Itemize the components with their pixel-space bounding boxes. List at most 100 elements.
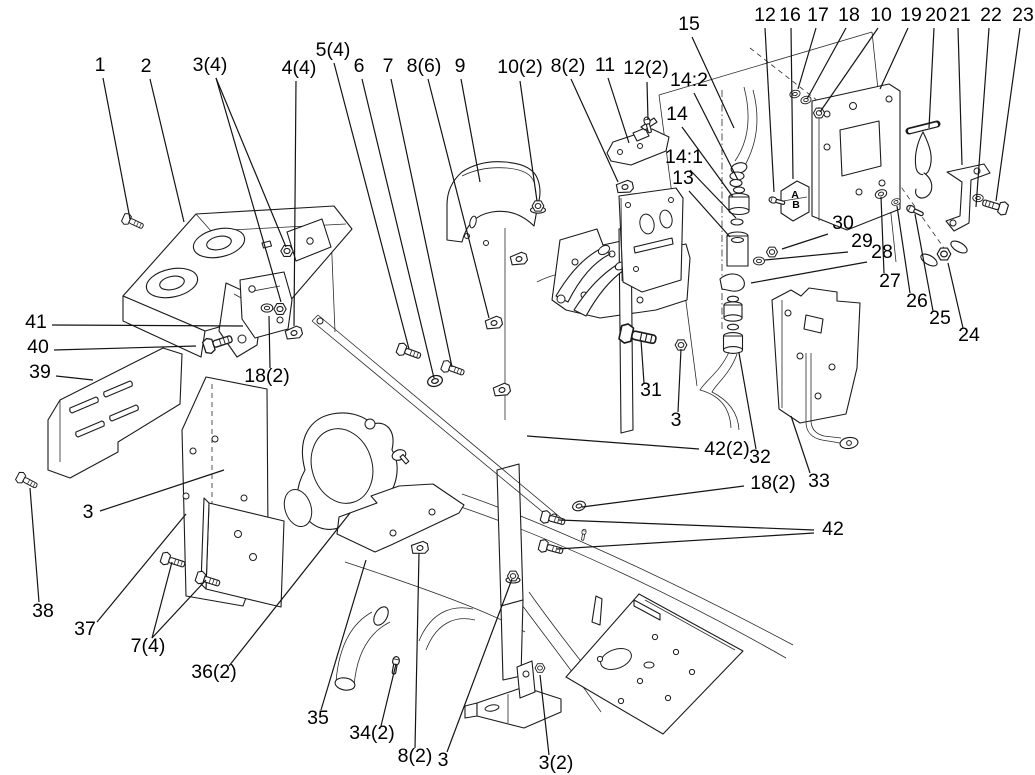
svg-text:8(2): 8(2) [398,745,433,767]
callout-28: 28 [750,241,893,284]
svg-text:29: 29 [851,230,873,252]
callout-9: 9 [455,55,481,183]
fasteners [14,88,1010,676]
svg-text:38: 38 [32,600,54,622]
svg-text:7: 7 [383,55,394,77]
rivet-icon [580,528,587,542]
svg-text:42: 42 [822,518,844,540]
callout-422: 42(2) [526,435,750,460]
callout-3: 3 [671,348,682,431]
nut-3-icon [534,663,546,673]
svg-text:39: 39 [29,361,51,383]
svg-text:33: 33 [808,470,830,492]
svg-text:3(4): 3(4) [193,54,228,76]
svg-text:28: 28 [871,241,893,263]
nut-3-icon [674,339,688,351]
callout-7: 7 [383,55,453,368]
callout-33: 33 [790,415,830,492]
callout-32: 3(2) [539,674,574,774]
svg-text:4(4): 4(4) [282,57,317,79]
callout-42: 42 [556,518,844,550]
callout-122: 12(2) [623,57,669,121]
svg-text:23: 23 [1012,4,1034,26]
callout-10: 10 [819,4,892,113]
bolt-7-icon [159,550,187,572]
svg-text:16: 16 [779,4,801,26]
callout-102: 10(2) [497,56,543,202]
clip-8-icon [410,540,430,556]
callout-30: 30 [781,212,854,250]
svg-text:36(2): 36(2) [191,661,237,683]
nut-30-icon [765,246,779,258]
svg-text:8(6): 8(6) [407,55,442,77]
callout-14-1: 14:1 [665,146,737,219]
callout-15: 15 [678,13,735,129]
svg-text:34(2): 34(2) [349,722,395,744]
svg-text:3: 3 [83,501,94,523]
heat-shield [47,347,183,479]
callout-32: 32 [738,352,771,468]
callout-31: 31 [640,339,662,401]
washer-23-icon [972,193,984,203]
washer-18-icon [799,94,813,106]
transmission-mount [283,412,398,530]
callout-13: 13 [672,167,731,238]
callout-342: 34(2) [349,663,397,744]
callout-34: 3(4) [193,54,287,303]
fuel-valve-plate [606,117,670,166]
svg-text:10: 10 [870,4,892,26]
clip-8-icon [492,381,512,399]
nut-3-icon [273,303,287,315]
callout-1: 1 [95,54,131,220]
svg-text:3(2): 3(2) [539,752,574,774]
callout-22: 22 [975,4,1002,208]
svg-text:13: 13 [672,167,694,189]
washer-29-icon [753,256,765,266]
svg-text:27: 27 [879,270,901,292]
hitch-bracket [464,660,562,729]
bolt-23-icon [980,195,1010,217]
bolt-1-icon [120,211,146,233]
callout-362: 36(2) [191,512,351,683]
nut-10-icon [531,200,545,212]
callout-11: 11 [595,54,630,144]
callout-182: 18(2) [581,472,796,508]
engine-mount-bracket [122,205,353,358]
svg-text:1: 1 [95,54,106,76]
callout-41: 41 [25,311,244,333]
diagonal-brace-bar [311,314,562,524]
clip-8-icon [484,314,504,332]
callout-20: 20 [925,4,947,129]
svg-text:18(2): 18(2) [244,365,290,387]
callout-35: 35 [307,559,367,729]
callout-17: 17 [797,4,829,90]
svg-text:14:2: 14:2 [670,69,708,91]
callout-2: 2 [141,55,185,223]
svg-text:21: 21 [949,4,971,26]
callout-37: 37 [74,513,187,640]
clip-8-icon [615,178,635,196]
washer-6-icon [425,373,445,389]
flat-plate-36 [336,483,465,553]
svg-text:12(2): 12(2) [623,57,669,79]
svg-text:22: 22 [980,4,1002,26]
svg-text:6: 6 [354,55,365,77]
svg-text:10(2): 10(2) [497,56,543,78]
callout-40: 40 [27,336,197,358]
svg-text:14:1: 14:1 [665,146,703,168]
bolt-38-icon [14,470,40,492]
callout-23: 23 [995,4,1034,202]
svg-text:24: 24 [958,324,980,346]
svg-text:15: 15 [678,13,700,35]
nut-3-icon [280,245,294,257]
svg-text:17: 17 [807,4,829,26]
nut-3-icon [506,570,520,582]
svg-text:32: 32 [749,446,771,468]
nut-10-icon [812,107,826,119]
callout-16: 16 [779,4,801,180]
callout-182: 18(2) [244,315,290,387]
callout-3: 3 [438,578,513,771]
svg-text:18(2): 18(2) [750,472,796,494]
